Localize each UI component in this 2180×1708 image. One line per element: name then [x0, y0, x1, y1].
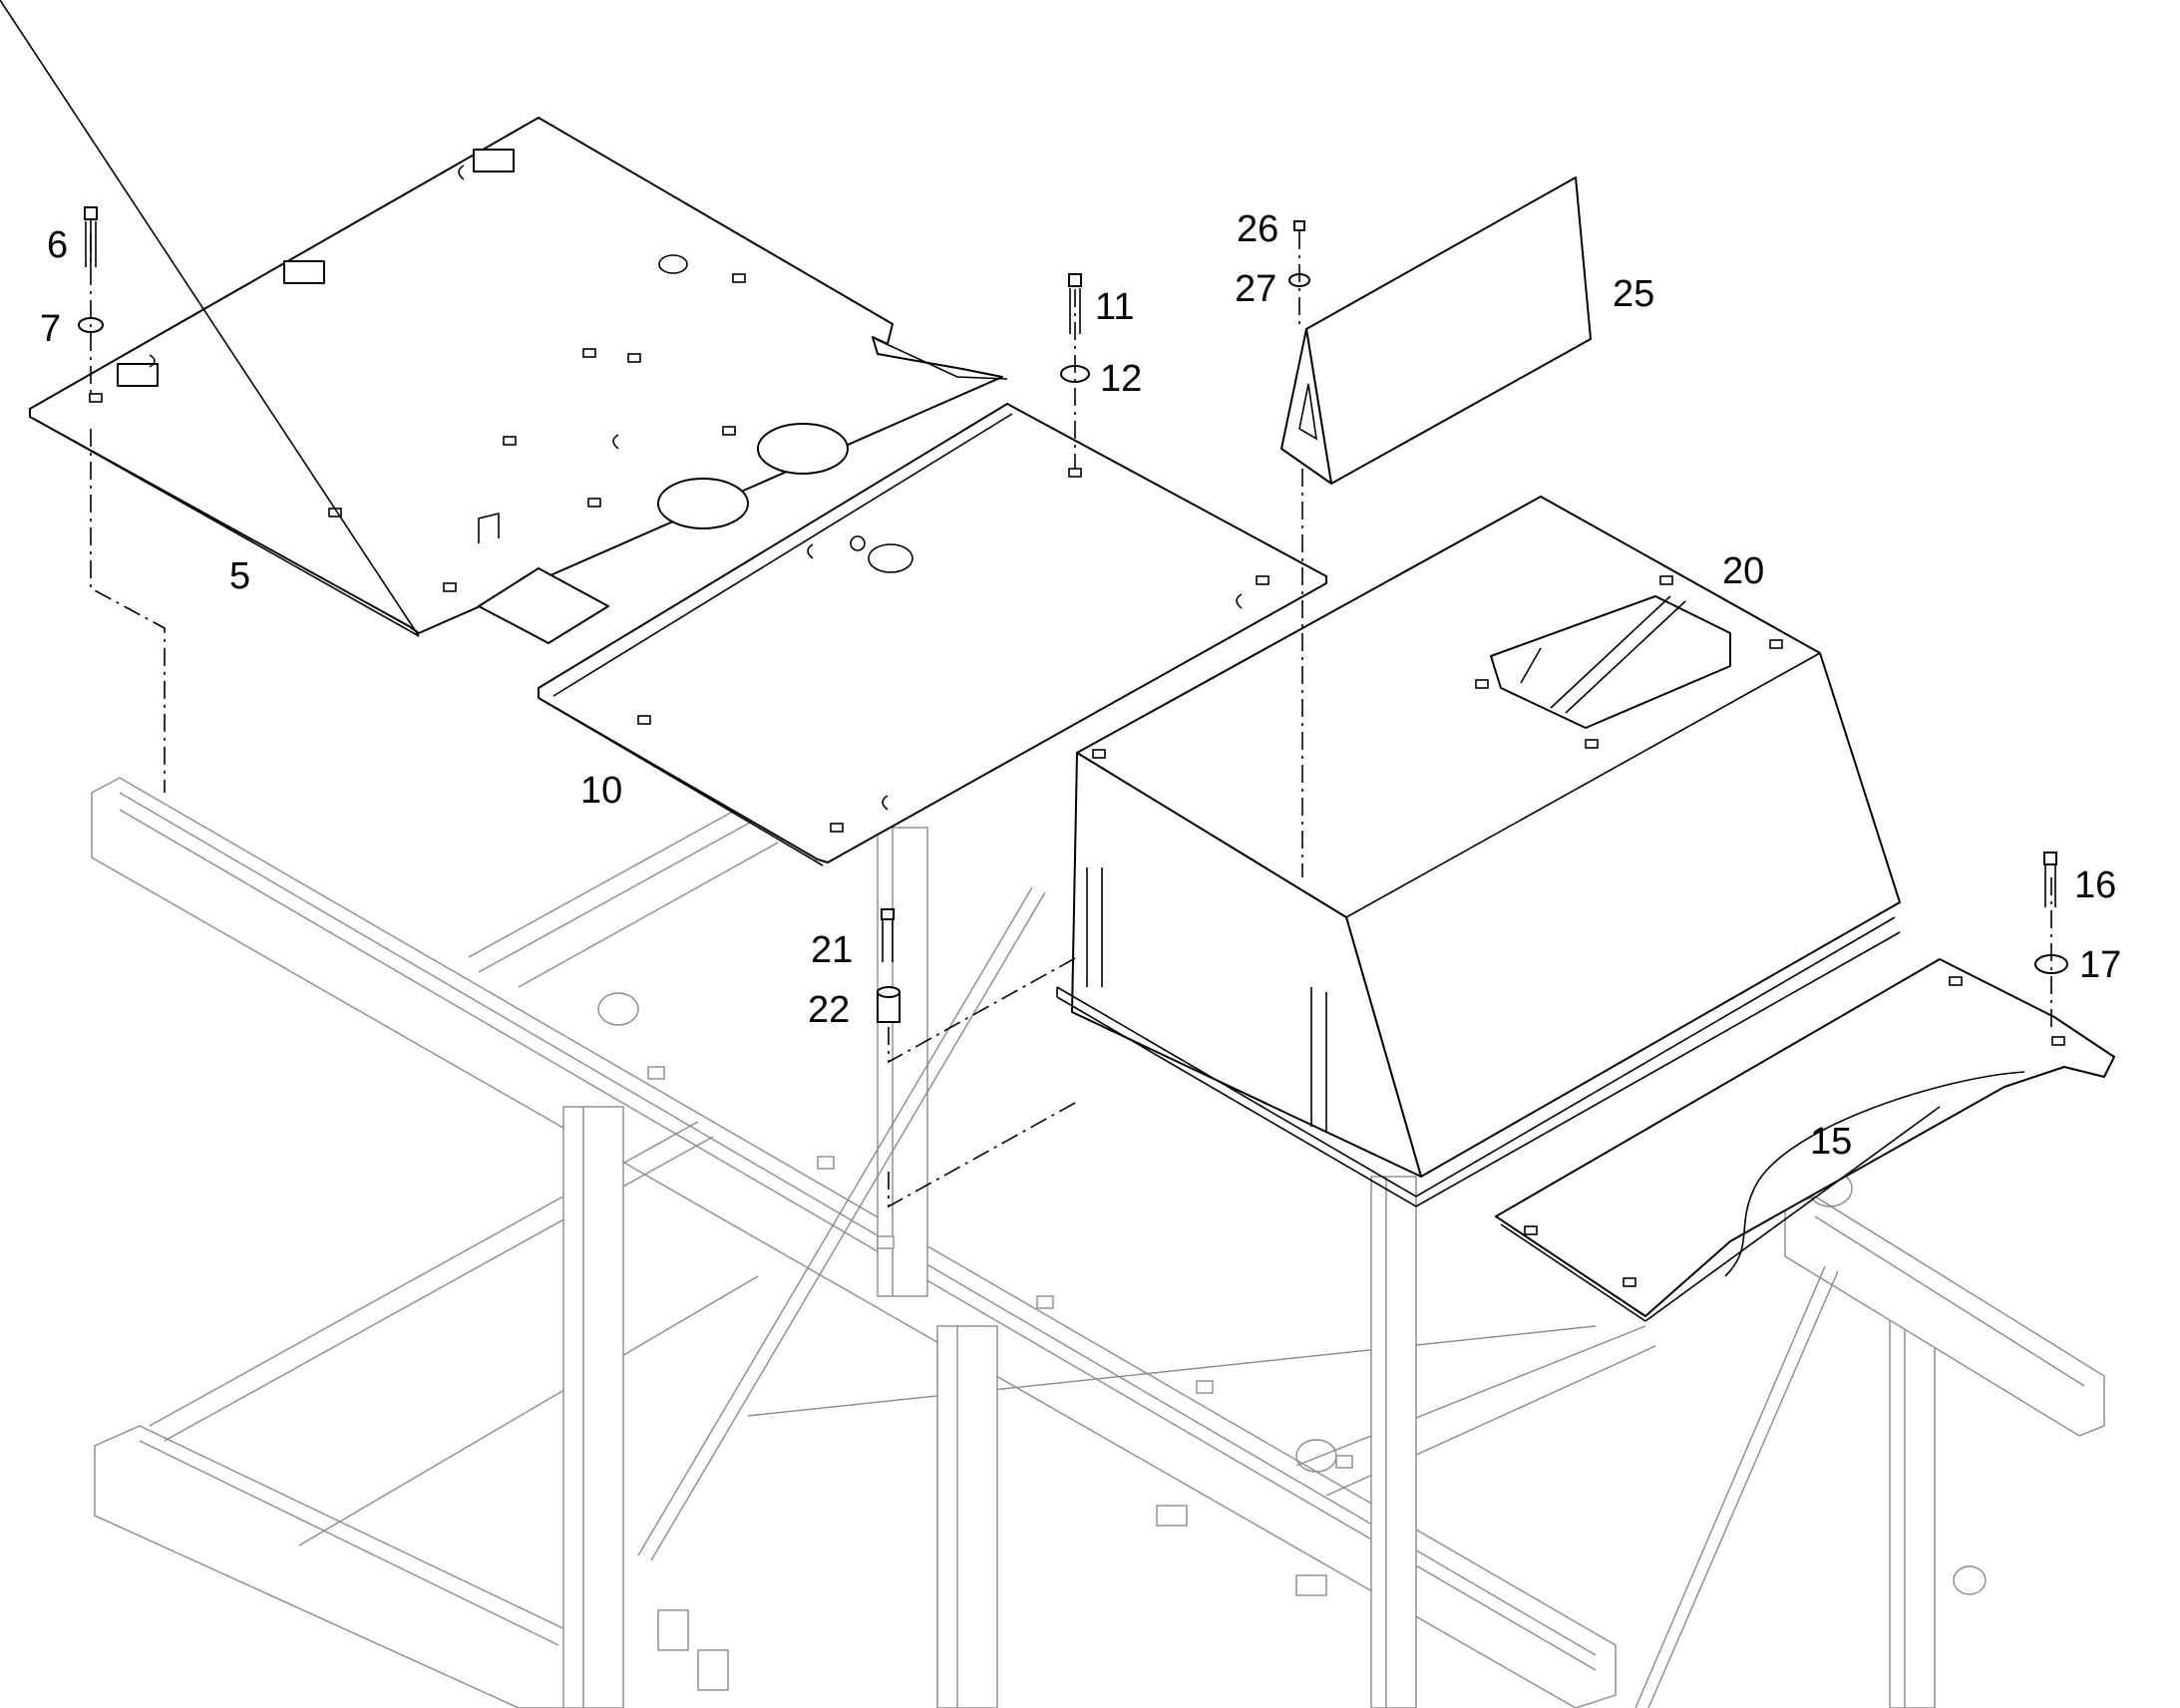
callout-11: 11 — [1095, 286, 1134, 328]
callout-21: 21 — [811, 929, 853, 971]
callout-25: 25 — [1613, 273, 1654, 315]
callout-5: 5 — [229, 555, 250, 597]
callout-7: 7 — [40, 308, 61, 350]
callout-10: 10 — [580, 770, 622, 812]
callout-22: 22 — [808, 989, 850, 1031]
callout-17: 17 — [2079, 944, 2121, 986]
part-20-housing — [1056, 496, 1901, 1207]
part-5-floor-plate — [0, 0, 1008, 644]
callout-20: 20 — [1722, 550, 1764, 592]
assembly-centerlines — [90, 231, 2052, 1208]
callout-12: 12 — [1100, 358, 1142, 400]
callout-6: 6 — [47, 224, 68, 266]
part-10-floor-plate — [538, 403, 1327, 866]
callout-16: 16 — [2074, 864, 2116, 906]
callout-27: 27 — [1235, 268, 1276, 310]
part-15-side-plate — [1495, 958, 2115, 1322]
part-25-cover — [1280, 176, 1592, 485]
callout-labels: 5 6 7 10 11 12 15 16 17 20 21 22 25 26 2… — [40, 208, 2121, 1163]
hardware-bolts — [78, 206, 2068, 1023]
machine-frame — [91, 777, 2105, 1708]
callout-15: 15 — [1810, 1121, 1852, 1163]
callout-26: 26 — [1237, 208, 1278, 250]
